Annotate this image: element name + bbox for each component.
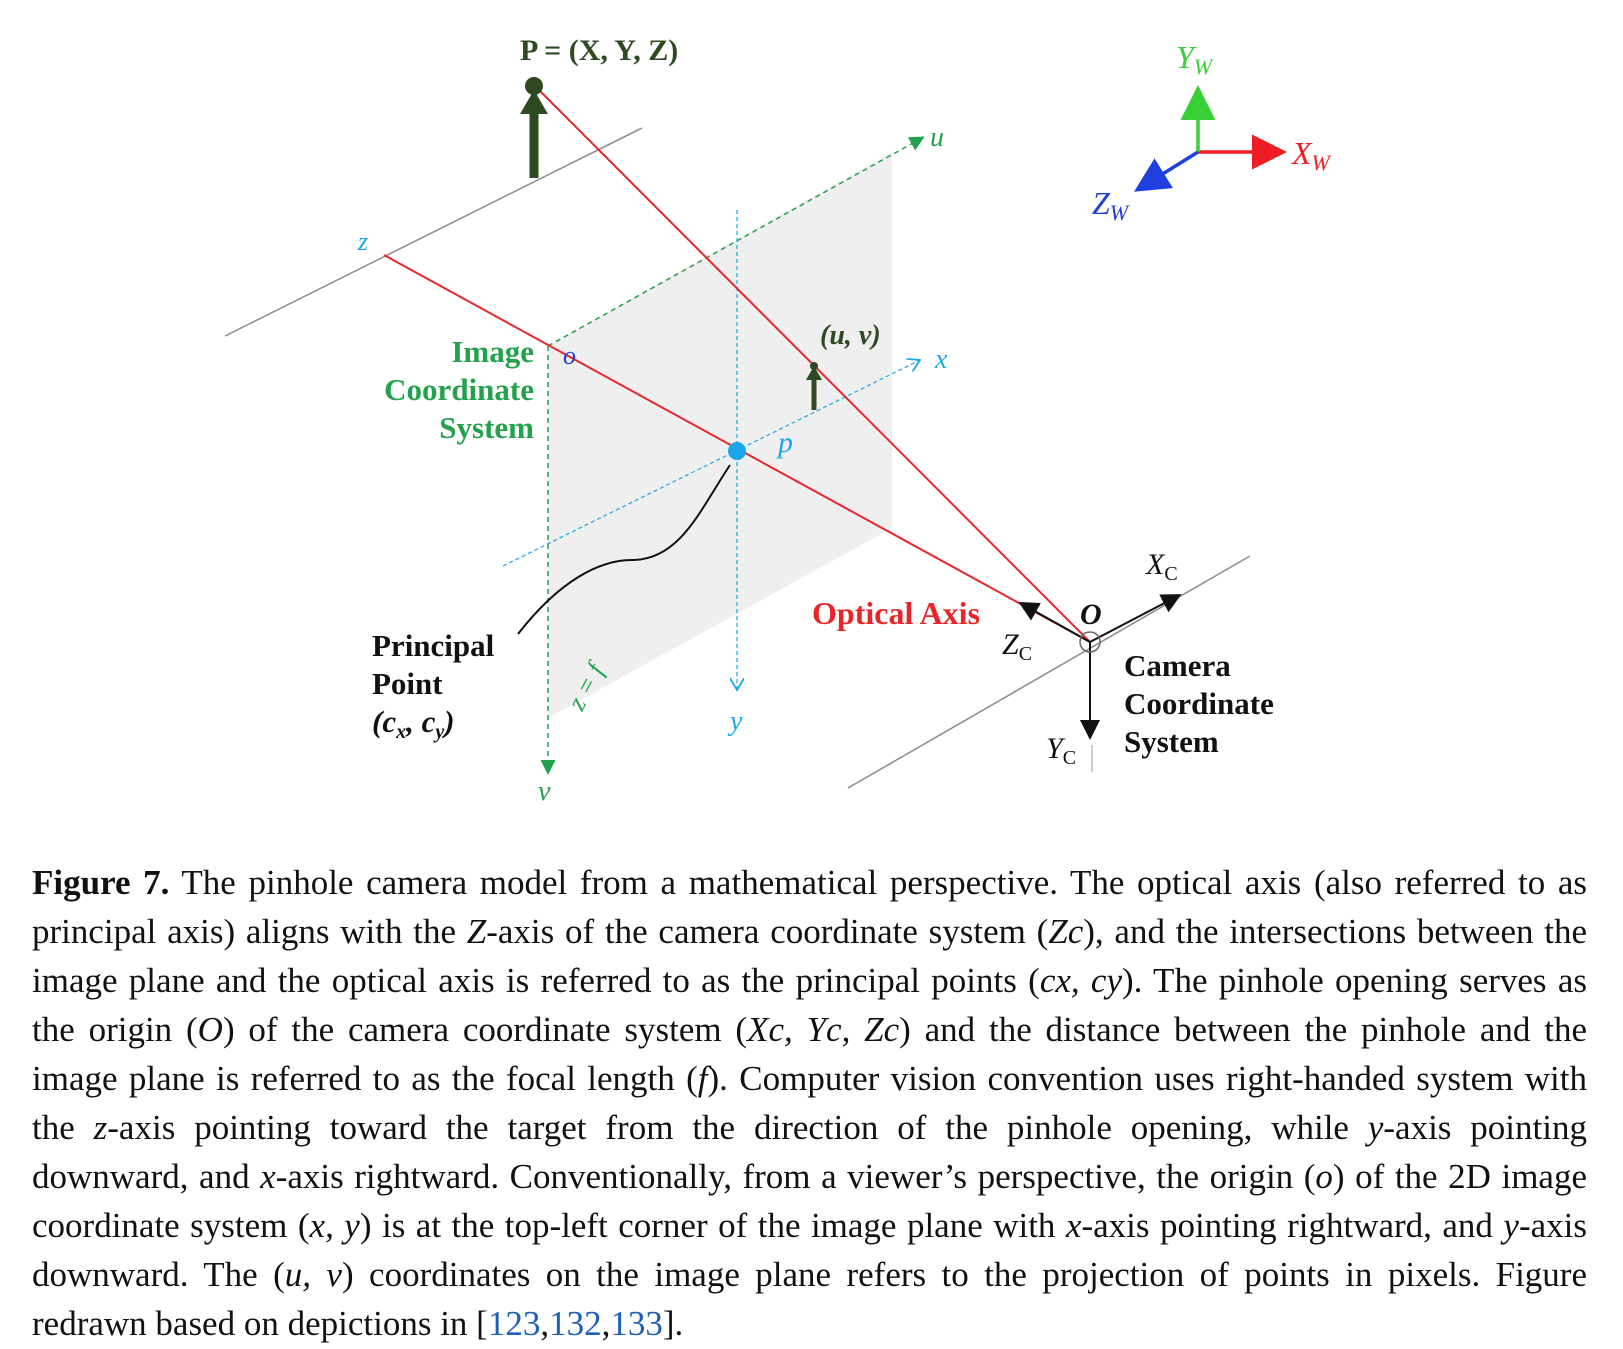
principal-line3: (cx, cy) xyxy=(372,704,455,743)
image-plane xyxy=(548,152,892,718)
caption-text: -axis pointing downward, and xyxy=(32,1108,1587,1196)
point-p-label: P = (X, Y, Z) xyxy=(520,34,678,67)
camera-xc-axis xyxy=(1089,594,1182,643)
caption-text: -axis rightward. Conventionally, from a … xyxy=(275,1157,1316,1196)
caption-text: The pinhole camera model from a mathemat… xyxy=(32,863,1587,951)
axis-y-label: y xyxy=(727,706,743,737)
reference-link-132[interactable]: 132 xyxy=(549,1304,602,1343)
axis-z-label: z xyxy=(357,227,368,256)
caption-text: -axis of the camera coordinate system ( xyxy=(486,912,1049,951)
caption-italic: x xyxy=(1065,1206,1082,1245)
pinhole-origin xyxy=(1079,631,1101,653)
image-cs-line2: Coordinate xyxy=(384,372,534,407)
origin-o-label: o xyxy=(563,341,576,370)
principal-point-leader xyxy=(517,464,731,635)
caption-text: -axis pointing rightward, and xyxy=(1081,1206,1504,1245)
camera-cs-line1: Camera xyxy=(1124,648,1231,683)
principal-line1: Principal xyxy=(372,628,495,663)
caption-text: ). Computer vision convention uses right… xyxy=(32,1059,1588,1147)
projection-arrowhead xyxy=(806,366,822,380)
caption-text: ). The pinhole opening serves as the ori… xyxy=(32,961,1587,1049)
caption-italic: O xyxy=(197,1010,223,1049)
caption-italic: x, y xyxy=(309,1206,360,1245)
axis-u-label: u xyxy=(930,122,944,153)
caption-label: Figure 7. xyxy=(32,863,170,902)
caption-text: , xyxy=(540,1304,550,1343)
caption-text: ) of the camera coordinate system ( xyxy=(222,1010,748,1049)
caption-text: ), and the intersections between the ima… xyxy=(32,912,1587,1000)
caption-italic: Xc, Yc, Zc xyxy=(747,1010,900,1049)
caption-italic: x xyxy=(260,1157,276,1196)
axis-x-label: x xyxy=(934,344,948,375)
optical-axis-label: Optical Axis xyxy=(812,595,980,631)
caption-text: ) is at the top-left corner of the image… xyxy=(359,1206,1066,1245)
figure-caption: Figure 7. The pinhole camera model from … xyxy=(32,858,1587,1348)
caption-text: ) and the distance between the pinhole a… xyxy=(32,1010,1587,1098)
projection-point xyxy=(810,362,818,370)
caption-italic: u, v xyxy=(284,1255,342,1294)
zc-label: ZC xyxy=(1002,628,1032,665)
origin-O-label: O xyxy=(1080,598,1102,631)
image-cs-line3: System xyxy=(439,410,534,445)
caption-italic: f xyxy=(697,1059,708,1098)
camera-zc-axis xyxy=(1018,602,1091,643)
caption-text: ]. xyxy=(662,1304,684,1343)
caption-italic: y xyxy=(1503,1206,1519,1245)
caption-italic: cx, cy xyxy=(1039,961,1122,1000)
p-label: p xyxy=(776,426,793,459)
axis-v-label: v xyxy=(538,776,551,807)
point-p xyxy=(525,77,543,95)
reference-link-133[interactable]: 133 xyxy=(610,1304,663,1343)
world-z-axis xyxy=(1134,150,1199,192)
camera-guide-line xyxy=(847,555,1251,789)
caption-italic: Z xyxy=(466,912,487,951)
world-x-label: XW xyxy=(1290,135,1332,175)
pinhole-camera-diagram: P = (X, Y, Z) u z o (u, v) x p y v z = f… xyxy=(224,34,1332,807)
caption-italic: y xyxy=(1367,1108,1384,1147)
caption-italic: o xyxy=(1315,1157,1333,1196)
image-cs-line1: Image xyxy=(451,334,534,369)
caption-text: ) coordinates on the image plane refers … xyxy=(32,1255,1587,1343)
principal-point-dot xyxy=(728,442,746,460)
reference-link-123[interactable]: 123 xyxy=(487,1304,541,1343)
z-guide-line xyxy=(224,127,643,337)
yc-label: YC xyxy=(1046,732,1076,769)
uv-label: (u, v) xyxy=(820,320,881,351)
world-y-label: YW xyxy=(1176,39,1214,79)
caption-italic: Zc xyxy=(1048,912,1084,951)
camera-cs-line2: Coordinate xyxy=(1124,686,1274,721)
x-axis-line xyxy=(502,360,920,567)
camera-cs-line3: System xyxy=(1124,724,1219,759)
caption-italic: z xyxy=(93,1108,108,1147)
point-p-arrowhead xyxy=(520,90,548,114)
principal-line2: Point xyxy=(372,666,443,701)
caption-text: ) of the 2D image coordinate system ( xyxy=(32,1157,1587,1245)
xc-label: XC xyxy=(1145,548,1178,585)
caption-text: -axis downward. The ( xyxy=(32,1206,1587,1294)
world-z-label: ZW xyxy=(1092,185,1130,225)
caption-text: -axis pointing toward the target from th… xyxy=(107,1108,1368,1147)
caption-text: , xyxy=(601,1304,611,1343)
